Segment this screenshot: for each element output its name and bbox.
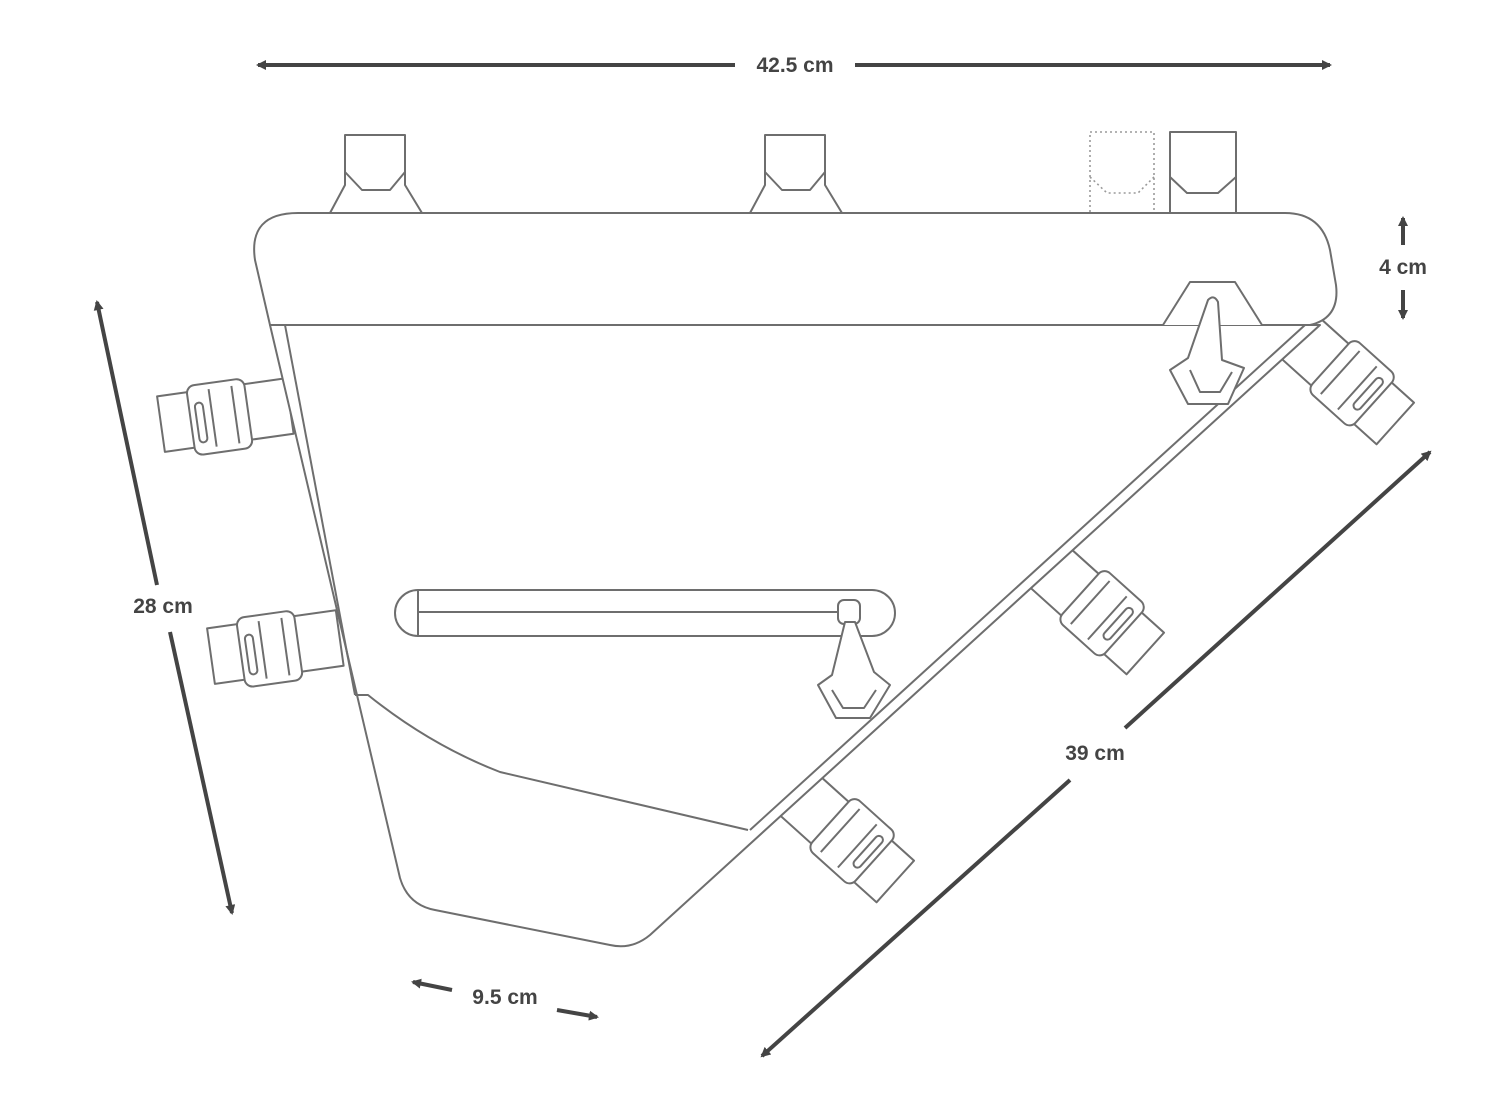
top-velcro-tab-3 bbox=[1169, 131, 1237, 214]
dimension-bottom bbox=[411, 978, 599, 1021]
lower-compartment-seam bbox=[355, 694, 749, 831]
top-velcro-tab-1 bbox=[329, 134, 423, 214]
dimension-front-height bbox=[93, 300, 236, 915]
label-length-bottom: 9.5 cm bbox=[472, 986, 538, 1009]
top-zipper-puller bbox=[1169, 296, 1245, 405]
top-velcro-tab-2 bbox=[749, 134, 843, 214]
bag-top-panel bbox=[253, 212, 1338, 326]
label-height-front: 28 cm bbox=[133, 595, 193, 618]
strap-left-lower bbox=[205, 603, 346, 693]
label-depth-top: 4 cm bbox=[1379, 256, 1427, 279]
dimension-diagonal bbox=[760, 450, 1432, 1058]
top-velcro-tab-optional bbox=[1089, 131, 1155, 214]
label-length-diagonal: 39 cm bbox=[1065, 742, 1125, 765]
label-length-top: 42.5 cm bbox=[756, 54, 834, 77]
pocket-zipper-puller bbox=[817, 621, 891, 719]
strap-left-upper bbox=[155, 371, 296, 461]
